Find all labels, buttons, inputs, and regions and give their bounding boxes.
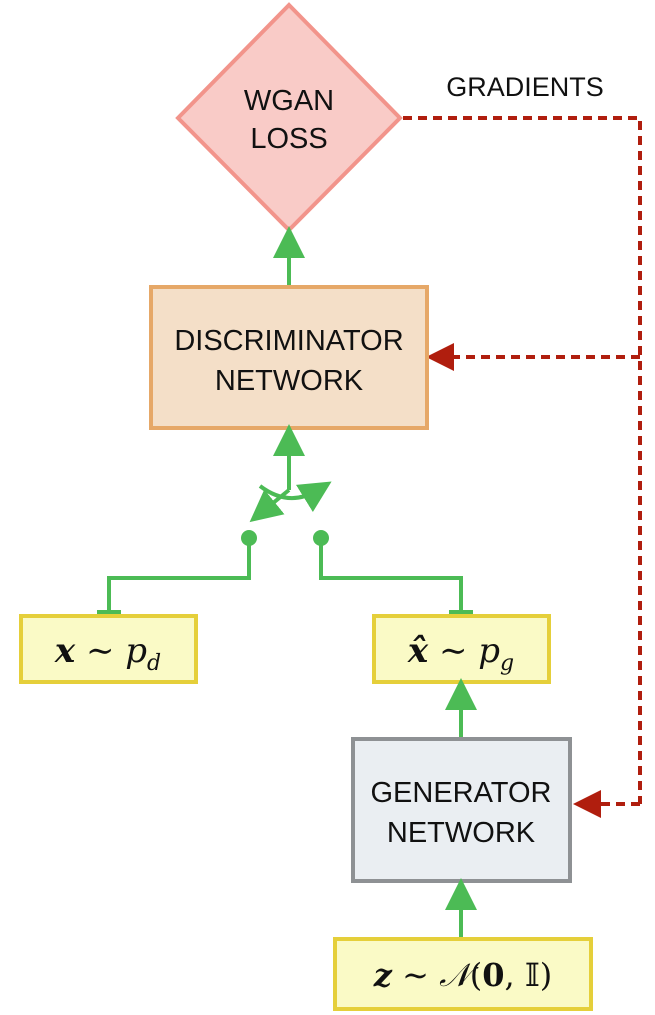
switch-wires — [97, 540, 473, 614]
fake-sample-sim: ∼ — [428, 631, 478, 671]
switch-contact-fake — [313, 530, 329, 546]
fake-sample-wire — [319, 540, 463, 612]
fake-sample-label: x̂ ∼ pg — [407, 631, 514, 676]
noise-node: z ∼ 𝒩(0, 𝕀) — [333, 937, 593, 1011]
noise-zero: 0 — [482, 956, 504, 994]
generator-label-line1: GENERATOR — [370, 777, 551, 809]
noise-label: z ∼ 𝒩(0, 𝕀) — [373, 956, 553, 994]
noise-sim: ∼ — [392, 956, 439, 994]
switch-toggle-arrow-left — [249, 488, 291, 523]
real-sample-sub: d — [147, 651, 161, 676]
gradient-main-line — [403, 116, 642, 804]
loss-label-line1: WGAN — [244, 85, 334, 117]
real-sample-label: x ∼ pd — [54, 631, 161, 676]
switch-contact-real — [241, 530, 257, 546]
discriminator-label-line2: NETWORK — [215, 365, 364, 397]
fake-sample-p: p — [478, 631, 500, 671]
loss-diamond-shape — [175, 2, 403, 233]
real-sample-node: x ∼ pd — [19, 614, 198, 684]
noise-open: ( — [470, 956, 482, 994]
generator-node: GENERATOR NETWORK — [351, 737, 572, 883]
real-sample-var: x — [54, 631, 76, 671]
noise-comma: , — [504, 956, 524, 994]
wgan-loss-node: WGAN LOSS — [175, 2, 403, 233]
noise-ident: 𝕀 — [525, 956, 540, 994]
fake-sample-sub: g — [500, 651, 514, 676]
real-sample-p: p — [125, 631, 147, 671]
generator-label-line2: NETWORK — [387, 817, 536, 849]
fake-sample-node: x̂ ∼ pg — [372, 614, 551, 684]
loss-label-line2: LOSS — [250, 123, 327, 155]
discriminator-node: DISCRIMINATOR NETWORK — [149, 285, 429, 430]
generator-box — [351, 737, 572, 883]
noise-var: z — [373, 956, 393, 994]
real-sample-sim: ∼ — [75, 631, 125, 671]
fake-sample-var: x̂ — [407, 631, 429, 671]
discriminator-box — [149, 285, 429, 430]
noise-close: ) — [540, 956, 552, 994]
noise-box — [333, 937, 593, 1011]
fake-sample-box — [372, 614, 551, 684]
real-sample-box — [19, 614, 198, 684]
real-sample-wire — [107, 540, 251, 612]
discriminator-label-line1: DISCRIMINATOR — [174, 325, 403, 357]
gradients-label: GRADIENTS — [446, 72, 604, 102]
gradient-paths — [403, 116, 642, 818]
input-switch — [249, 424, 332, 523]
